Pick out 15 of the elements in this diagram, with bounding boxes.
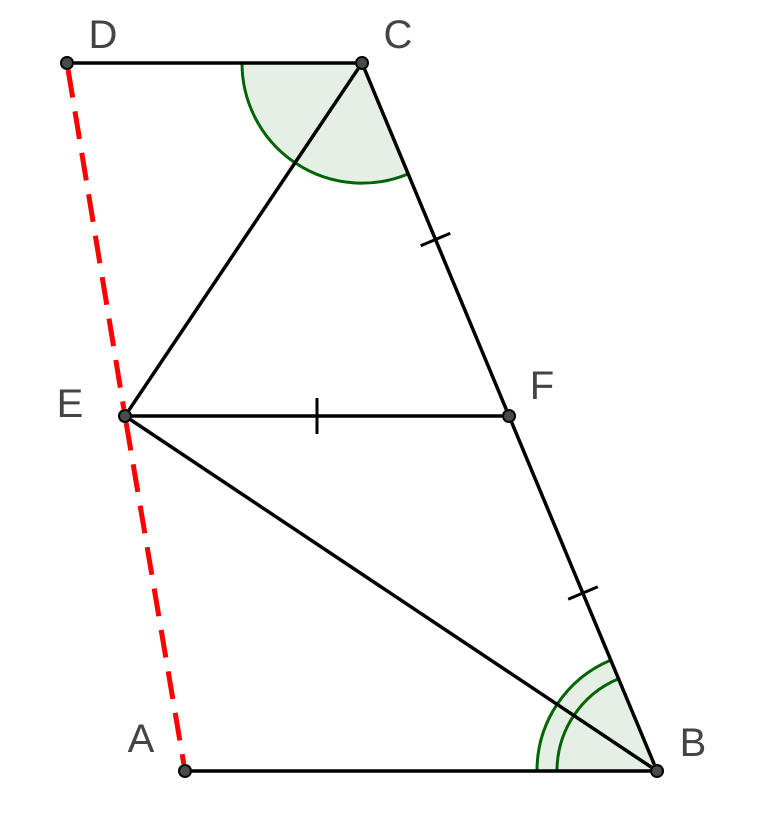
line-segment <box>363 68 508 410</box>
line-segment <box>132 414 502 418</box>
line-segment <box>130 418 652 769</box>
dashed-line <box>66 70 126 410</box>
point-label: A <box>128 719 154 759</box>
line-segment <box>192 769 650 773</box>
point-label: D <box>88 15 118 55</box>
line-segment <box>74 61 355 65</box>
dashed-line <box>124 422 186 765</box>
line-segment <box>127 68 360 412</box>
point-label: B <box>680 723 706 763</box>
point-label: F <box>530 366 554 406</box>
point-label: E <box>56 384 84 424</box>
line-segment <box>510 422 656 766</box>
point-label: C <box>384 15 412 55</box>
